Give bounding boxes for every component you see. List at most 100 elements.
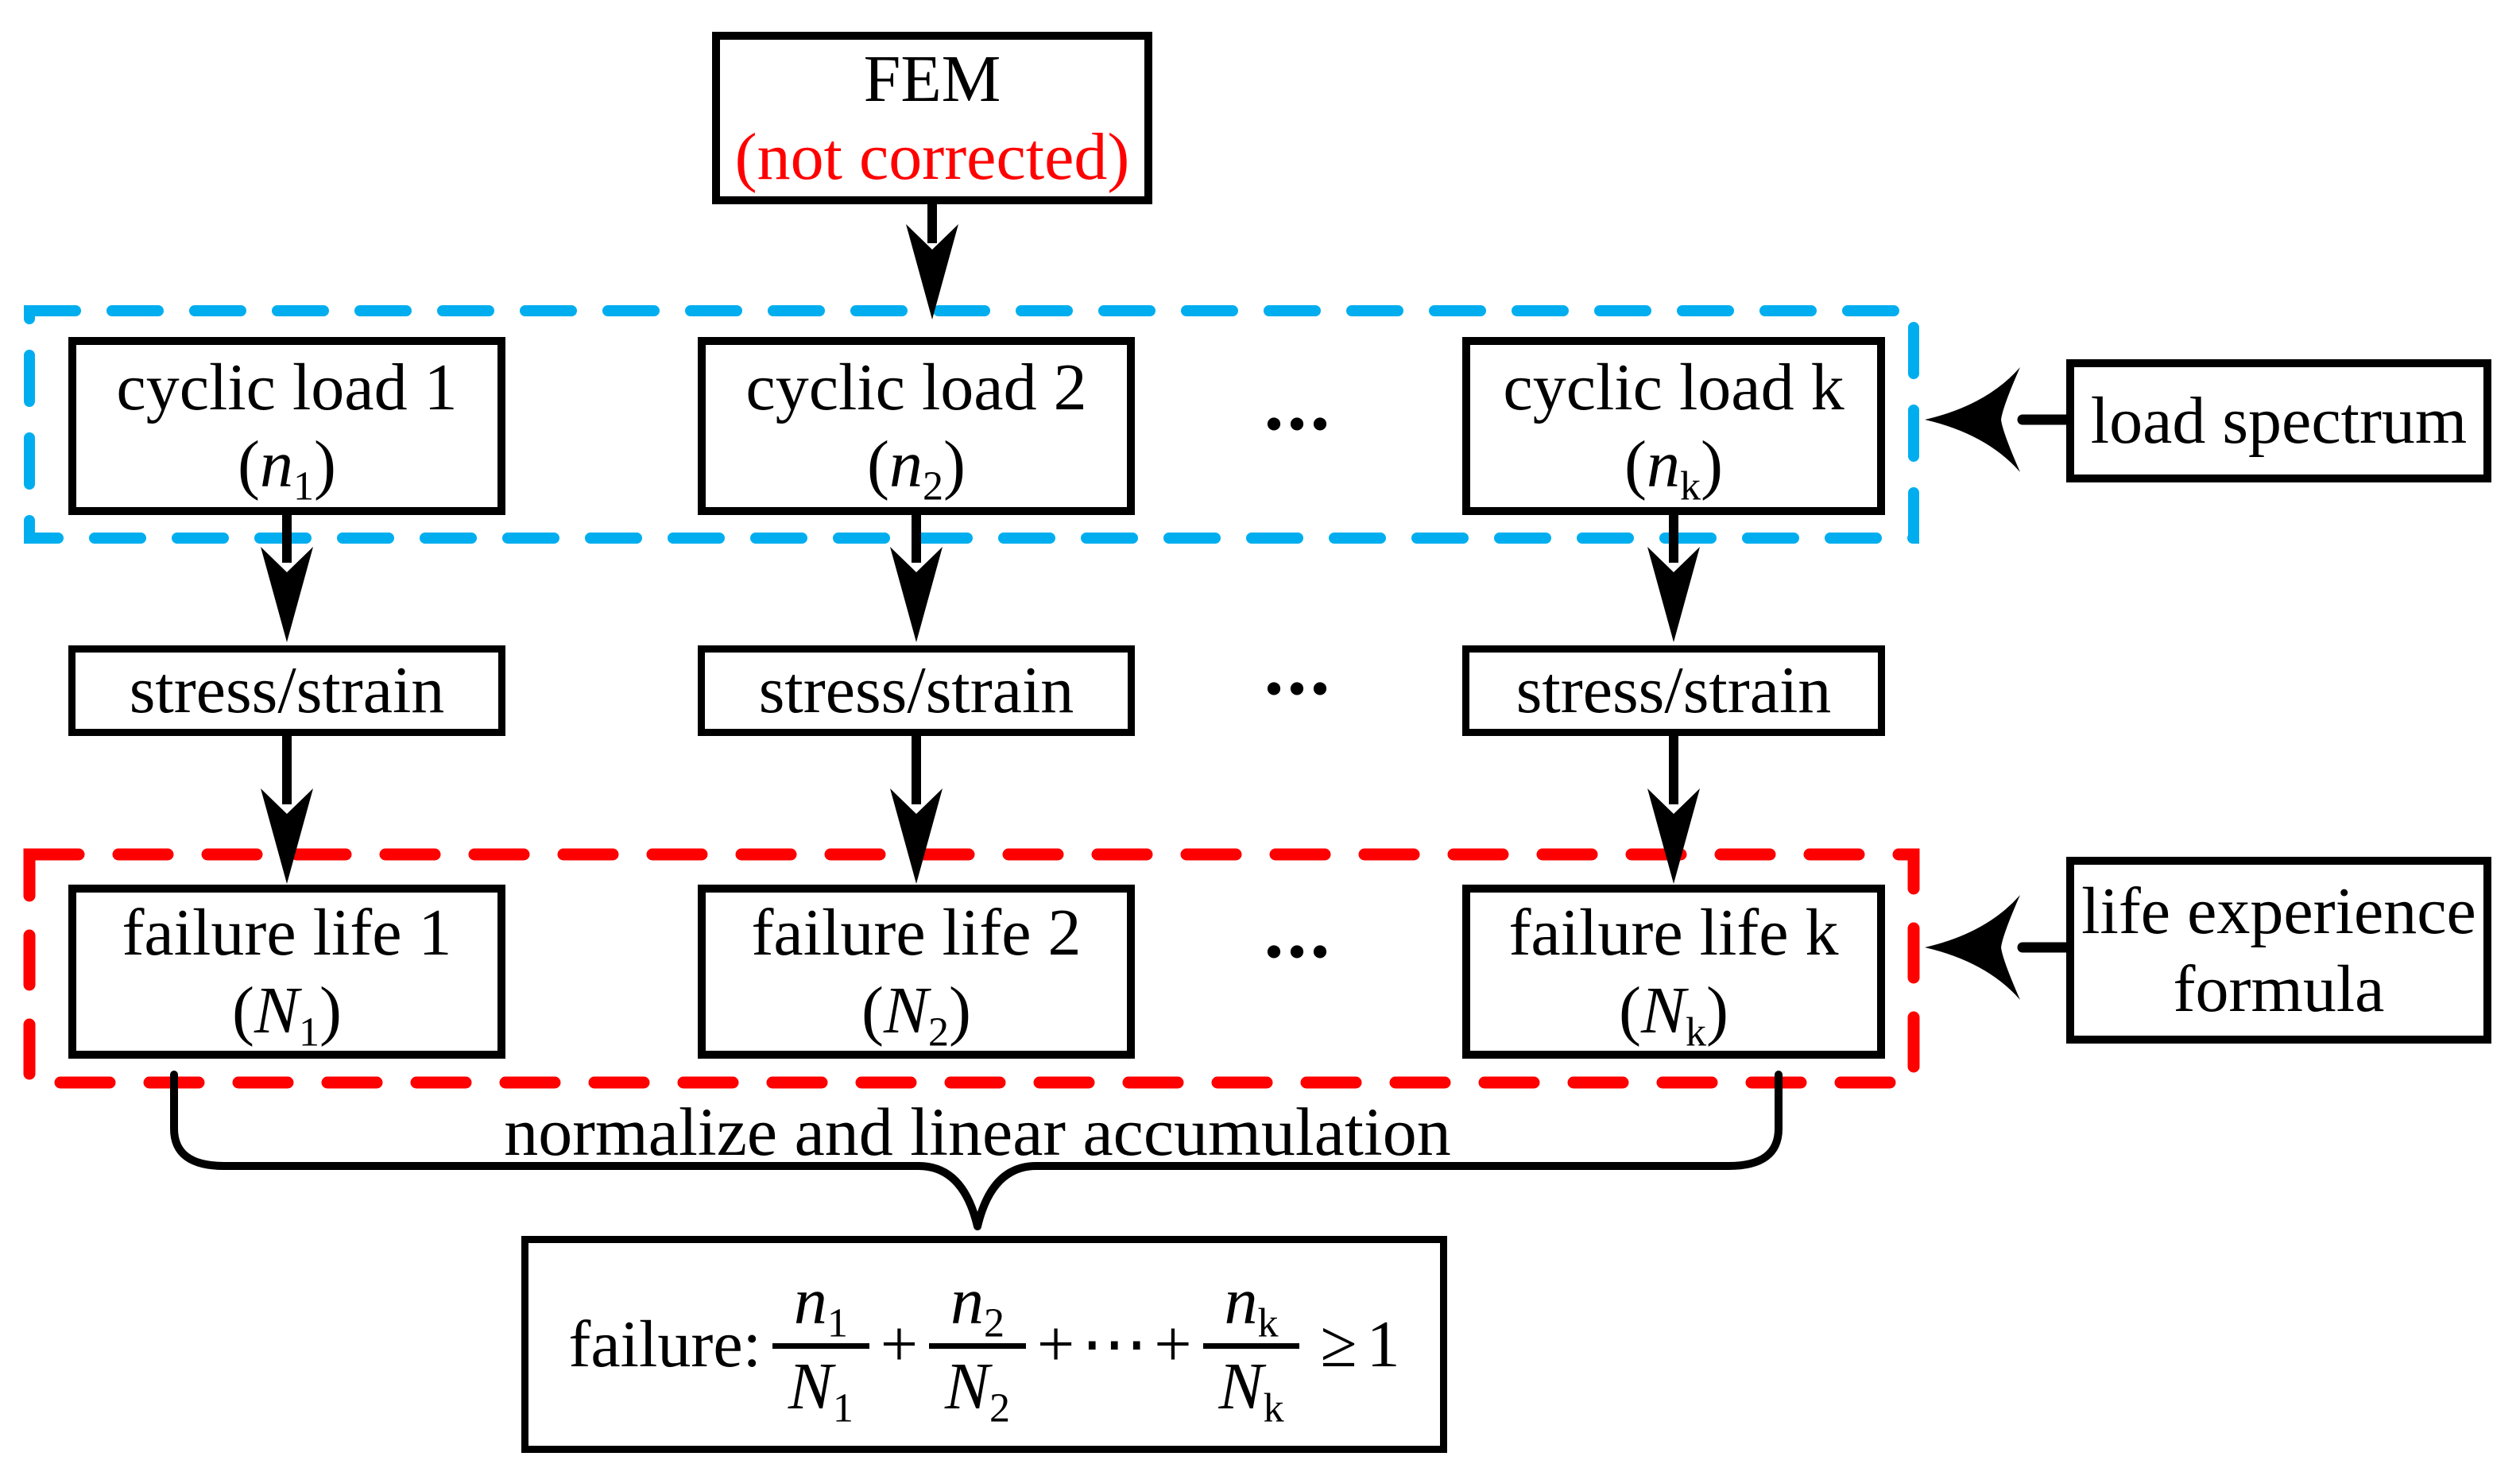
var-N2-sub: 2 (927, 1009, 950, 1055)
paren-open: ( (861, 973, 884, 1048)
left-arrow-life-formula (1925, 895, 2072, 1000)
left-arrow-load-spectrum (1925, 367, 2072, 472)
cyclic-load-1-label: cyclic load 1 (116, 350, 458, 424)
failure-criterion-box: failure: n1 N1 + n2 N2 + ⋯ + nk Nk ≥ 1 (521, 1236, 1447, 1453)
failure-life-k-box: failure life k (Nk) (1462, 885, 1885, 1059)
var-N1: N (254, 973, 299, 1048)
geq-operator: ≥ (1320, 1307, 1357, 1381)
paren-close: ) (1701, 428, 1723, 502)
load-spectrum-box: load spectrum (2066, 359, 2491, 482)
paren-open: ( (1624, 428, 1647, 502)
var-n1: n (259, 428, 293, 502)
stress-strain-1-box: stress/strain (68, 645, 505, 736)
num-n2: n (950, 1265, 984, 1339)
var-Nk-sub: k (1685, 1009, 1707, 1055)
den-N1: N (788, 1350, 833, 1423)
fem-not-corrected-note: (not corrected) (734, 119, 1130, 194)
num-n2-sub: 2 (984, 1300, 1005, 1346)
stress-strain-2-label: stress/strain (758, 653, 1074, 728)
paren-close: ) (943, 428, 966, 502)
cdots: ⋯ (1081, 1307, 1148, 1381)
stress-strain-1-label: stress/strain (129, 653, 445, 728)
den-N2-sub: 2 (989, 1385, 1011, 1431)
failure-life-2-symbol: (N2) (861, 972, 972, 1053)
failure-criterion-formula: failure: n1 N1 + n2 N2 + ⋯ + nk Nk ≥ 1 (568, 1269, 1400, 1429)
failure-life-2-box: failure life 2 (N2) (698, 885, 1135, 1059)
num-nk: n (1224, 1265, 1258, 1339)
var-nk: n (1646, 428, 1680, 502)
cyclic-load-2-box: cyclic load 2 (n2) (698, 337, 1135, 515)
arrow-load2-to-stress2 (890, 510, 943, 642)
paren-open: ( (231, 973, 254, 1048)
plus-operator: + (1154, 1307, 1192, 1381)
paren-close: ) (319, 973, 343, 1048)
fem-box: FEM (not corrected) (712, 32, 1152, 204)
stress-strain-k-label: stress/strain (1515, 653, 1832, 728)
cyclic-load-2-symbol: (n2) (866, 426, 966, 507)
failure-life-2-label: failure life 2 (751, 896, 1082, 970)
life-row-dashed-outline (23, 848, 1920, 1089)
life-experience-label-line1: life experience (2081, 874, 2476, 949)
failure-life-1-symbol: (N1) (231, 972, 343, 1053)
var-N1-sub: 1 (298, 1009, 320, 1055)
den-Nk-sub: k (1263, 1385, 1284, 1431)
cyclic-load-1-box: cyclic load 1 (n1) (68, 337, 505, 515)
paren-close: ) (949, 973, 972, 1048)
life-row-ellipsis: ... (1264, 885, 1334, 974)
fem-title: FEM (863, 42, 1001, 117)
num-nk-sub: k (1257, 1300, 1279, 1346)
arrow-fem-to-loads (906, 202, 958, 320)
failure-life-1-box: failure life 1 (N1) (68, 885, 505, 1059)
stress-row-ellipsis: ... (1264, 622, 1334, 711)
arrow-loadk-to-stressk (1647, 510, 1700, 642)
paren-open: ( (237, 428, 260, 502)
formula-rhs: 1 (1366, 1307, 1400, 1381)
var-n2-sub: 2 (922, 463, 944, 509)
den-Nk: N (1218, 1350, 1264, 1423)
num-n1: n (793, 1265, 827, 1339)
arrow-stressk-to-lifek (1647, 733, 1700, 884)
paren-close: ) (1706, 973, 1729, 1048)
var-nk-sub: k (1679, 463, 1701, 509)
den-N1-sub: 1 (832, 1385, 854, 1431)
var-n1-sub: 1 (292, 463, 315, 509)
var-Nk: N (1640, 973, 1686, 1048)
fraction-term-k: nk Nk (1202, 1269, 1300, 1429)
accumulation-caption: normalize and linear accumulation (504, 1094, 1451, 1170)
fraction-bar (929, 1343, 1026, 1349)
paren-open: ( (866, 428, 889, 502)
cyclic-load-k-box: cyclic load k (nk) (1462, 337, 1885, 515)
accumulation-brace (170, 1071, 1783, 1230)
load-row-dashed-outline (24, 305, 1919, 544)
cyclic-load-2-label: cyclic load 2 (745, 350, 1087, 424)
arrow-stress2-to-life2 (890, 733, 943, 884)
life-experience-label-line2: formula (2173, 951, 2385, 1026)
fraction-term-2: n2 N2 (929, 1269, 1026, 1429)
stress-strain-2-box: stress/strain (698, 645, 1135, 736)
fraction-bar (772, 1343, 869, 1349)
var-n2: n (888, 428, 923, 502)
load-row-ellipsis: ... (1264, 358, 1334, 447)
failure-life-k-symbol: (Nk) (1618, 972, 1729, 1053)
arrow-load1-to-stress1 (261, 510, 313, 642)
var-N2: N (883, 973, 928, 1048)
load-spectrum-label: load spectrum (2090, 383, 2468, 458)
paren-open: ( (1618, 973, 1641, 1048)
failure-life-1-label: failure life 1 (122, 896, 452, 970)
fraction-term-1: n1 N1 (772, 1269, 869, 1429)
paren-close: ) (314, 428, 336, 502)
failure-life-k-label: failure life k (1508, 896, 1839, 970)
cyclic-load-k-label: cyclic load k (1503, 350, 1845, 424)
plus-operator: + (1036, 1307, 1075, 1381)
cyclic-load-k-symbol: (nk) (1624, 426, 1723, 507)
den-N2: N (944, 1350, 990, 1423)
formula-prefix: failure: (568, 1307, 761, 1381)
cyclic-load-1-symbol: (n1) (237, 426, 336, 507)
plus-operator: + (880, 1307, 919, 1381)
num-n1-sub: 1 (826, 1300, 848, 1346)
life-experience-formula-box: life experience formula (2066, 857, 2491, 1044)
stress-strain-k-box: stress/strain (1462, 645, 1885, 736)
arrow-stress1-to-life1 (261, 733, 313, 884)
